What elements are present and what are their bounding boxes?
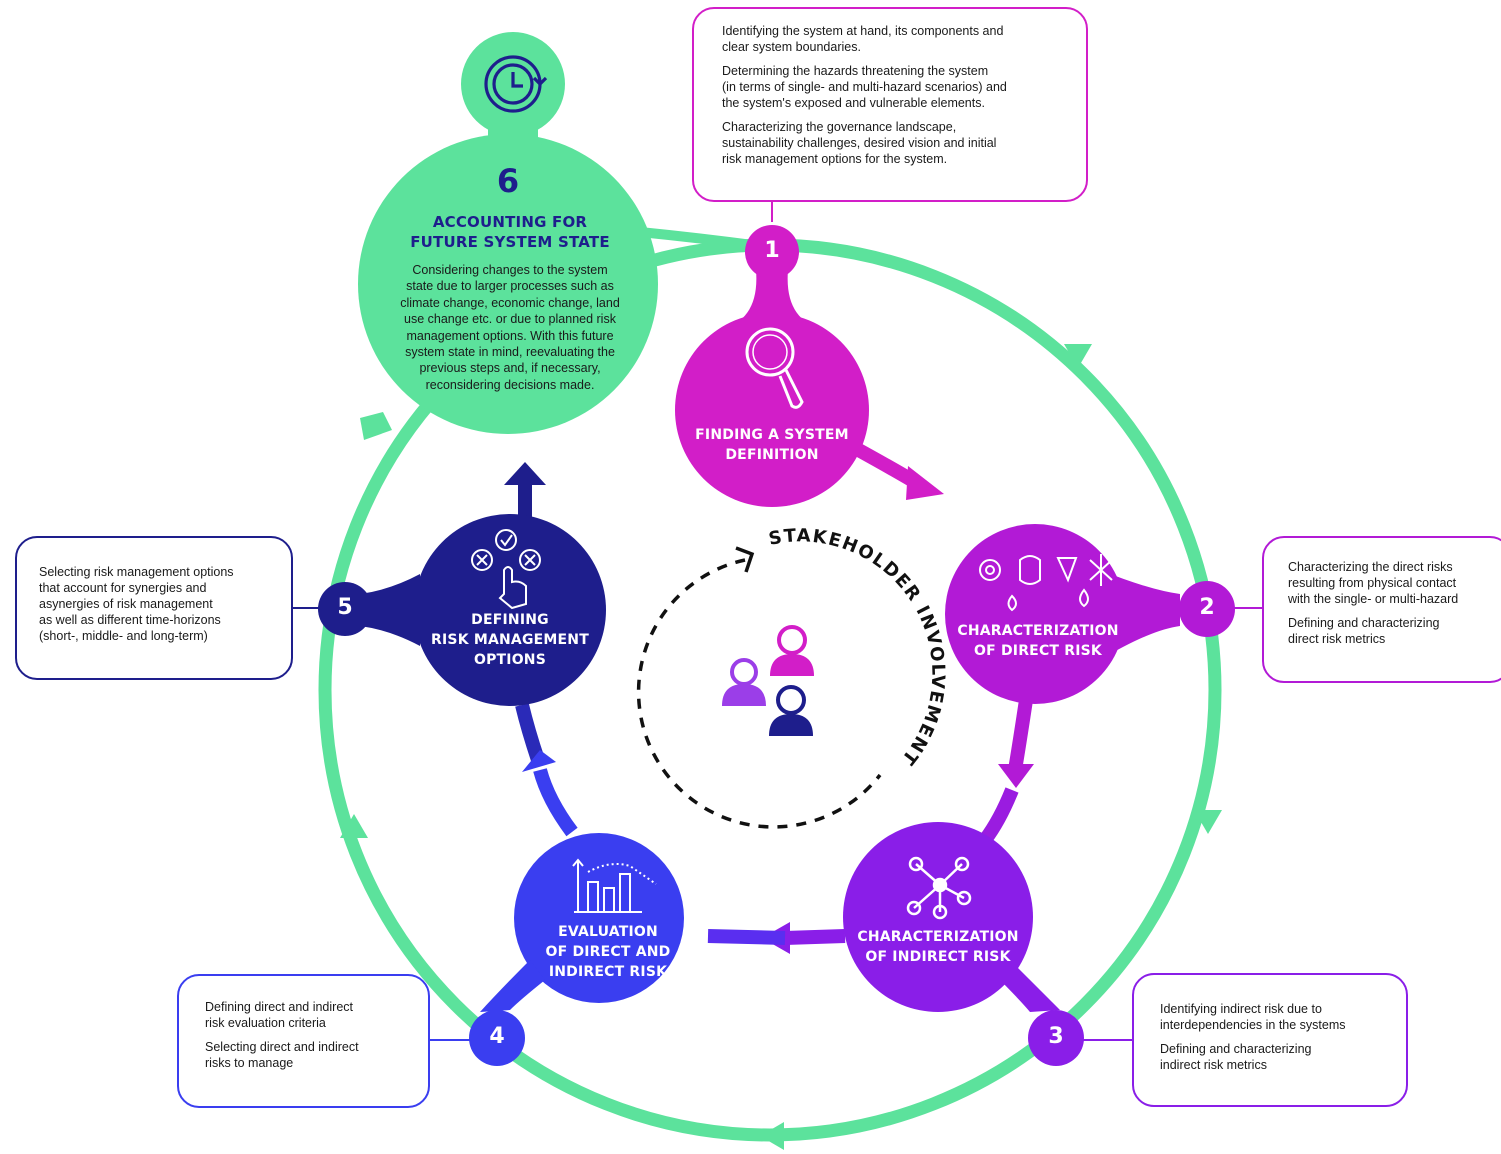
step-4-title: EVALUATION OF DIRECT AND INDIRECT RISK [545,924,671,980]
step-4-desc-para: Selecting direct and indirect risks to m… [205,1040,359,1070]
step-6-number: 6 [496,162,520,200]
outer-arrow-left-upper [360,412,392,440]
step-1-desc-para: Identifying the system at hand, its comp… [722,24,1004,54]
outer-arrow-bottom [760,1122,784,1150]
step-2-node [945,524,1235,704]
step-1-number: 1 [764,238,780,263]
step-1-title: FINDING A SYSTEM DEFINITION [695,427,849,463]
arrow-4-5 [522,750,556,772]
connector-3-4 [784,929,846,945]
bar-chart-icon [572,858,657,913]
outer-arrow-right-upper [1064,344,1092,368]
magnifier-icon [745,327,804,409]
options-hand-icon [471,529,541,610]
network-icon [906,856,972,920]
step-2-number: 2 [1199,595,1215,620]
stakeholder-arrowhead [735,546,755,573]
step-3-title: CHARACTERIZATION OF INDIRECT RISK [857,929,1019,965]
step-5-description-box: Selecting risk management options that a… [15,536,293,680]
connector-4-5 [533,768,578,837]
stakeholders-icon [722,625,814,736]
step-4-desc-para: Defining direct and indirect risk evalua… [205,1000,353,1030]
connector-2-3 [1008,698,1033,772]
step-1-node [675,225,869,507]
arrow-1-2 [906,466,944,500]
step-4-description-box: Defining direct and indirect risk evalua… [177,974,430,1108]
outer-arrow-right-lower [1194,810,1222,834]
step-6-title: ACCOUNTING FOR FUTURE SYSTEM STATE [410,213,610,251]
step-6-description: Considering changes to the system state … [400,263,620,392]
arrow-2-3 [998,764,1034,788]
step-2-description-box: Characterizing the direct risks resultin… [1262,536,1501,683]
step-5-desc-para: Selecting risk management options that a… [39,565,234,643]
step-4-number: 4 [489,1024,505,1049]
step-5-title: DEFINING RISK MANAGEMENT OPTIONS [431,612,589,668]
step-2-desc-para: Characterizing the direct risks resultin… [1288,560,1459,606]
step-2-title: CHARACTERIZATION OF DIRECT RISK [957,623,1119,659]
connector-3-4b [707,929,786,945]
step-5-number: 5 [337,595,353,620]
step-5-node [318,514,606,706]
connector-4-5b [515,703,545,763]
step-3-description-box: Identifying indirect risk due to interde… [1132,973,1408,1107]
step-4-node [469,833,684,1066]
outer-arrow-left-lower [340,814,368,838]
step-2-desc-para: Defining and characterizing direct risk … [1288,616,1440,646]
stakeholder-dashed-circle [636,558,882,829]
connector-2-3b [979,787,1019,845]
step-3-number: 3 [1048,1024,1064,1049]
clock-cycle-icon [484,55,548,113]
step-3-desc-para: Defining and characterizing indirect ris… [1160,1042,1312,1072]
arrow-5-6 [504,462,546,485]
step-1-desc-para: Determining the hazards threatening the … [722,64,1007,110]
connector-5-6 [518,478,532,520]
step-1-desc-para: Characterizing the governance landscape,… [722,120,997,166]
step-1-description-box: Identifying the system at hand, its comp… [692,7,1088,202]
hazards-icon [979,554,1113,612]
step-3-desc-para: Identifying indirect risk due to interde… [1160,1002,1346,1032]
